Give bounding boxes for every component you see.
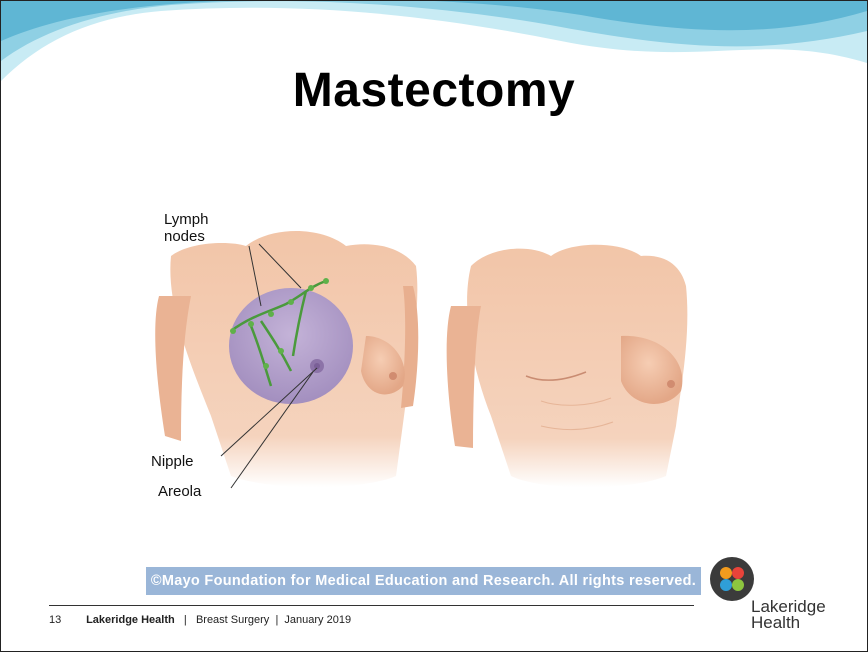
footer-divider	[49, 605, 694, 606]
footer-topic: Breast Surgery	[196, 614, 269, 626]
lakeridge-health-logo-icon	[709, 556, 755, 602]
torso-before	[155, 231, 418, 488]
footer-separator-2: |	[272, 614, 281, 626]
footer-date: January 2019	[284, 614, 351, 626]
footer-organization: Lakeridge Health	[86, 614, 175, 626]
logo-line-2: Health	[751, 615, 826, 631]
label-lymph-nodes: Lymph nodes	[164, 211, 208, 245]
footer: 13 Lakeridge Health | Breast Surgery | J…	[49, 614, 351, 626]
torso-after	[447, 245, 688, 488]
page-number: 13	[49, 614, 83, 626]
slide-title: Mastectomy	[1, 63, 867, 118]
image-credit: ©Mayo Foundation for Medical Education a…	[146, 567, 701, 595]
label-areola: Areola	[158, 483, 201, 500]
logo-text: Lakeridge Health	[751, 599, 826, 631]
footer-separator-1: |	[178, 614, 193, 626]
label-nipple: Nipple	[151, 453, 194, 470]
mastectomy-illustration	[121, 186, 711, 516]
